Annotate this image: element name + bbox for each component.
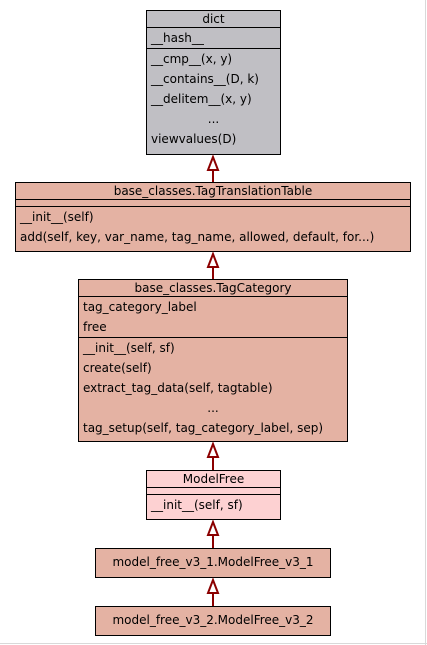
class-dict[interactable]: dict __hash__ __cmp__(x, y) __contains__… <box>146 10 281 155</box>
class-dict-name: dict <box>147 11 280 28</box>
inheritance-arrowhead <box>206 154 220 171</box>
class-tag-translation-table-name: base_classes.TagTranslationTable <box>16 183 410 200</box>
class-model-free-name: ModelFree <box>147 471 280 488</box>
method: __cmp__(x, y) <box>151 52 233 66</box>
method: __init__(self, sf) <box>83 341 175 355</box>
class-model-free[interactable]: ModelFree __init__(self, sf) <box>146 470 281 520</box>
class-model-free-v3-1-name: model_free_v3_1.ModelFree_v3_1 <box>112 555 314 569</box>
method-ellipsis: ... <box>207 401 219 415</box>
class-tag-translation-table[interactable]: base_classes.TagTranslationTable __init_… <box>15 182 411 252</box>
method: __delitem__(x, y) <box>151 92 252 106</box>
class-model-free-v3-2-name: model_free_v3_2.ModelFree_v3_2 <box>112 613 314 627</box>
frame-edge-right <box>425 0 426 645</box>
method: viewvalues(D) <box>151 132 237 146</box>
method: add(self, key, var_name, tag_name, allow… <box>20 230 375 244</box>
class-tag-category[interactable]: base_classes.TagCategory tag_category_la… <box>78 279 348 442</box>
method: __init__(self, sf) <box>151 498 243 512</box>
class-model-free-methods: __init__(self, sf) <box>147 495 280 515</box>
method: create(self) <box>83 361 152 375</box>
attribute: __hash__ <box>151 31 204 45</box>
method: __init__(self) <box>20 210 94 224</box>
class-model-free-attributes <box>147 488 280 495</box>
method: __contains__(D, k) <box>151 72 259 86</box>
class-dict-methods: __cmp__(x, y) __contains__(D, k) __delit… <box>147 49 280 149</box>
class-tag-category-methods: __init__(self, sf) create(self) extract_… <box>79 338 347 438</box>
attribute: tag_category_label <box>83 300 197 314</box>
frame-edge-bottom <box>0 643 427 644</box>
method: extract_tag_data(self, tagtable) <box>83 381 273 395</box>
class-model-free-v3-2[interactable]: model_free_v3_2.ModelFree_v3_2 <box>95 606 331 636</box>
class-tag-category-name: base_classes.TagCategory <box>79 280 347 297</box>
class-tag-category-attributes: tag_category_label free <box>79 297 347 338</box>
class-tag-translation-table-attributes <box>16 200 410 207</box>
class-dict-attributes: __hash__ <box>147 28 280 49</box>
attribute: free <box>83 320 107 334</box>
method: tag_setup(self, tag_category_label, sep) <box>83 421 324 435</box>
inheritance-arrowhead <box>206 441 220 458</box>
class-model-free-v3-1[interactable]: model_free_v3_1.ModelFree_v3_1 <box>95 548 331 578</box>
class-tag-translation-table-methods: __init__(self) add(self, key, var_name, … <box>16 207 410 247</box>
method-ellipsis: ... <box>207 112 220 126</box>
inheritance-arrowhead <box>206 251 220 268</box>
inheritance-arrowhead <box>206 577 220 594</box>
inheritance-arrowhead <box>206 519 220 536</box>
